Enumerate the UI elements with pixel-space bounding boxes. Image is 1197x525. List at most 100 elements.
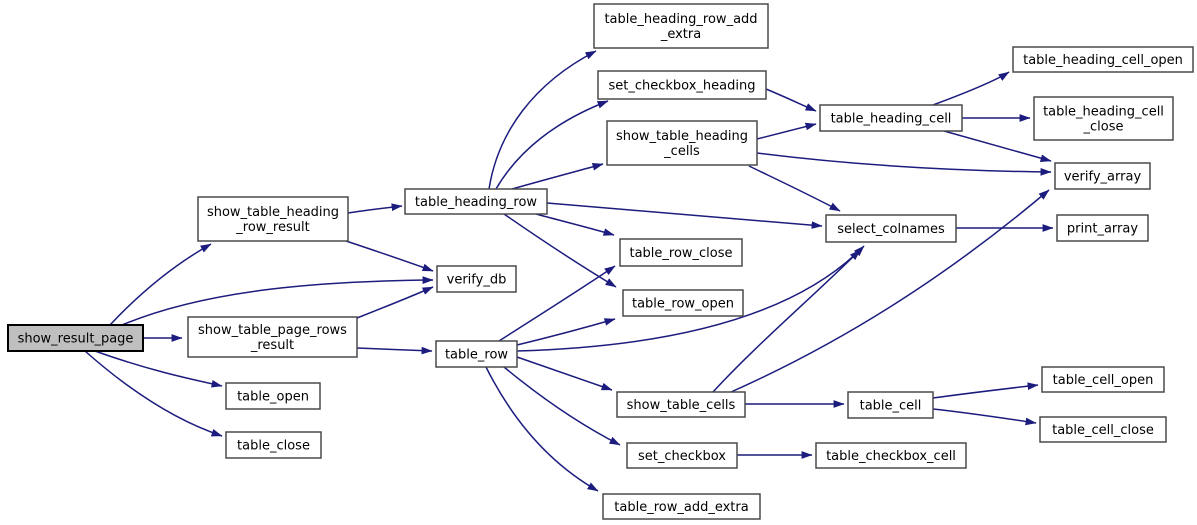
node-box-table_heading_cell [819, 104, 963, 132]
node-table_cell[interactable]: table_cell [847, 391, 934, 419]
node-box-table_heading_row [404, 188, 548, 215]
edge-show_result_page-to-verify_db [121, 276, 434, 326]
node-box-show_table_cells [616, 391, 746, 418]
edge-table_heading_row-to-set_checkbox_heading [495, 100, 609, 190]
node-label-show_table_heading_cells: show_table_heading_cells [616, 129, 748, 159]
node-label-table_row_add_extra: table_row_add_extra [614, 500, 748, 515]
node-label-show_table_page_rows_result: show_table_page_rows_result [198, 323, 347, 353]
node-box-table_close [225, 431, 322, 459]
edge-table_cell-to-table_cell_close [932, 408, 1037, 426]
node-label-table_cell: table_cell [860, 399, 922, 414]
node-box-table_row [435, 340, 518, 368]
node-box-table_cell_open [1041, 366, 1165, 393]
node-set_checkbox[interactable]: set_checkbox [626, 442, 738, 469]
edge-show_result_page-to-table_close [84, 350, 223, 437]
node-show_table_heading_cells[interactable]: show_table_heading_cells [606, 120, 758, 166]
edge-table_heading_row-to-show_table_heading_cells [511, 163, 604, 190]
node-label-verify_db: verify_db [447, 273, 507, 288]
node-table_row_add_extra[interactable]: table_row_add_extra [602, 493, 761, 520]
node-label-table_heading_cell_close: table_heading_cell_close [1043, 105, 1164, 135]
node-label-table_checkbox_cell: table_checkbox_cell [826, 449, 956, 464]
edge-table_heading_row-to-table_row_close [535, 213, 615, 236]
node-label-table_heading_cell_open: table_heading_cell_open [1023, 53, 1183, 68]
node-box-table_row_add_extra [602, 493, 761, 520]
edge-show_table_heading_cells-to-verify_array [756, 152, 1052, 176]
node-box-verify_array [1054, 162, 1151, 190]
node-box-table_heading_cell_close [1033, 96, 1174, 141]
node-box-show_table_heading_cells [606, 120, 758, 166]
node-table_open[interactable]: table_open [225, 382, 321, 410]
edge-show_table_page_rows_result-to-verify_db [356, 286, 434, 319]
node-box-table_checkbox_cell [815, 442, 967, 469]
node-table_checkbox_cell[interactable]: table_checkbox_cell [815, 442, 967, 469]
node-table_heading_cell_close[interactable]: table_heading_cell_close [1033, 96, 1174, 141]
node-table_heading_cell_open[interactable]: table_heading_cell_open [1012, 46, 1194, 73]
node-box-table_row_close [619, 238, 743, 267]
node-table_cell_open[interactable]: table_cell_open [1041, 366, 1165, 393]
edge-show_table_page_rows_result-to-table_row [356, 346, 433, 355]
node-label-select_colnames: select_colnames [837, 222, 945, 237]
edge-show_table_cells-to-select_colnames [712, 249, 861, 393]
node-box-set_checkbox_heading [597, 70, 767, 100]
node-label-table_row_close: table_row_close [629, 246, 732, 261]
node-box-select_colnames [825, 214, 957, 243]
node-select_colnames[interactable]: select_colnames [825, 214, 957, 243]
node-box-table_row_open [622, 289, 744, 317]
node-label-table_heading_row_add_extra: table_heading_row_add_extra [604, 12, 757, 42]
node-box-table_open [225, 382, 321, 410]
edge-table_row-to-table_row_close [498, 265, 616, 342]
edge-table_row-to-show_table_cells [516, 356, 613, 391]
node-table_row_open[interactable]: table_row_open [622, 289, 744, 317]
edge-table_row-to-set_checkbox [503, 366, 621, 446]
node-box-table_heading_row_add_extra [593, 3, 769, 49]
node-label-table_row_open: table_row_open [632, 297, 734, 312]
edge-table_row-to-select_colnames [516, 245, 865, 352]
node-table_row_close[interactable]: table_row_close [619, 238, 743, 267]
node-verify_array[interactable]: verify_array [1054, 162, 1151, 190]
node-label-table_heading_row: table_heading_row [415, 195, 537, 210]
edge-table_row-to-table_row_add_extra [485, 366, 599, 492]
node-set_checkbox_heading[interactable]: set_checkbox_heading [597, 70, 767, 100]
edge-show_result_page-to-table_open [94, 350, 223, 388]
node-label-show_result_page: show_result_page [18, 332, 134, 347]
node-table_close[interactable]: table_close [225, 431, 322, 459]
node-layer: show_result_page show_table_heading_row_r… [7, 3, 1194, 520]
edge-table_heading_row-to-table_row_open [503, 213, 617, 288]
node-label-show_table_heading_row_result: show_table_heading_row_result [207, 205, 339, 235]
node-label-table_close: table_close [237, 439, 310, 454]
node-label-verify_array: verify_array [1064, 170, 1142, 185]
node-label-table_cell_close: table_cell_close [1052, 423, 1154, 438]
edge-show_table_heading_cells-to-table_heading_cell [756, 122, 817, 140]
node-table_row[interactable]: table_row [435, 340, 518, 368]
node-table_heading_row[interactable]: table_heading_row [404, 188, 548, 215]
node-label-table_row: table_row [445, 348, 508, 363]
edge-table_heading_row-to-select_colnames [546, 202, 823, 229]
node-box-table_heading_cell_open [1012, 46, 1194, 73]
node-box-print_array [1056, 214, 1149, 242]
edge-table_heading_row-to-table_heading_row_add_extra [488, 50, 597, 190]
node-show_table_cells[interactable]: show_table_cells [616, 391, 746, 418]
node-box-verify_db [436, 265, 517, 293]
edge-layer [84, 50, 1054, 492]
node-table_heading_cell[interactable]: table_heading_cell [819, 104, 963, 132]
node-label-set_checkbox_heading: set_checkbox_heading [609, 79, 756, 94]
node-show_table_page_rows_result[interactable]: show_table_page_rows_result [187, 316, 358, 358]
node-label-table_heading_cell: table_heading_cell [831, 112, 952, 127]
node-box-show_table_heading_row_result [197, 196, 349, 242]
node-box-table_cell [847, 391, 934, 419]
edge-show_table_heading_row_result-to-verify_db [345, 240, 434, 272]
node-table_heading_row_add_extra[interactable]: table_heading_row_add_extra [593, 3, 769, 49]
node-label-set_checkbox: set_checkbox [638, 449, 726, 464]
node-verify_db[interactable]: verify_db [436, 265, 517, 293]
edge-show_table_cells-to-verify_array [730, 189, 1050, 393]
edge-show_result_page-to-show_table_heading_row_result [109, 243, 212, 326]
node-show_result_page[interactable]: show_result_page [7, 324, 144, 352]
node-print_array[interactable]: print_array [1056, 214, 1149, 242]
node-label-table_open: table_open [237, 390, 309, 405]
edge-show_table_heading_row_result-to-table_heading_row [347, 203, 403, 214]
node-show_table_heading_row_result[interactable]: show_table_heading_row_result [197, 196, 349, 242]
edge-table_row-to-table_row_open [516, 318, 616, 346]
node-table_cell_close[interactable]: table_cell_close [1039, 416, 1167, 443]
